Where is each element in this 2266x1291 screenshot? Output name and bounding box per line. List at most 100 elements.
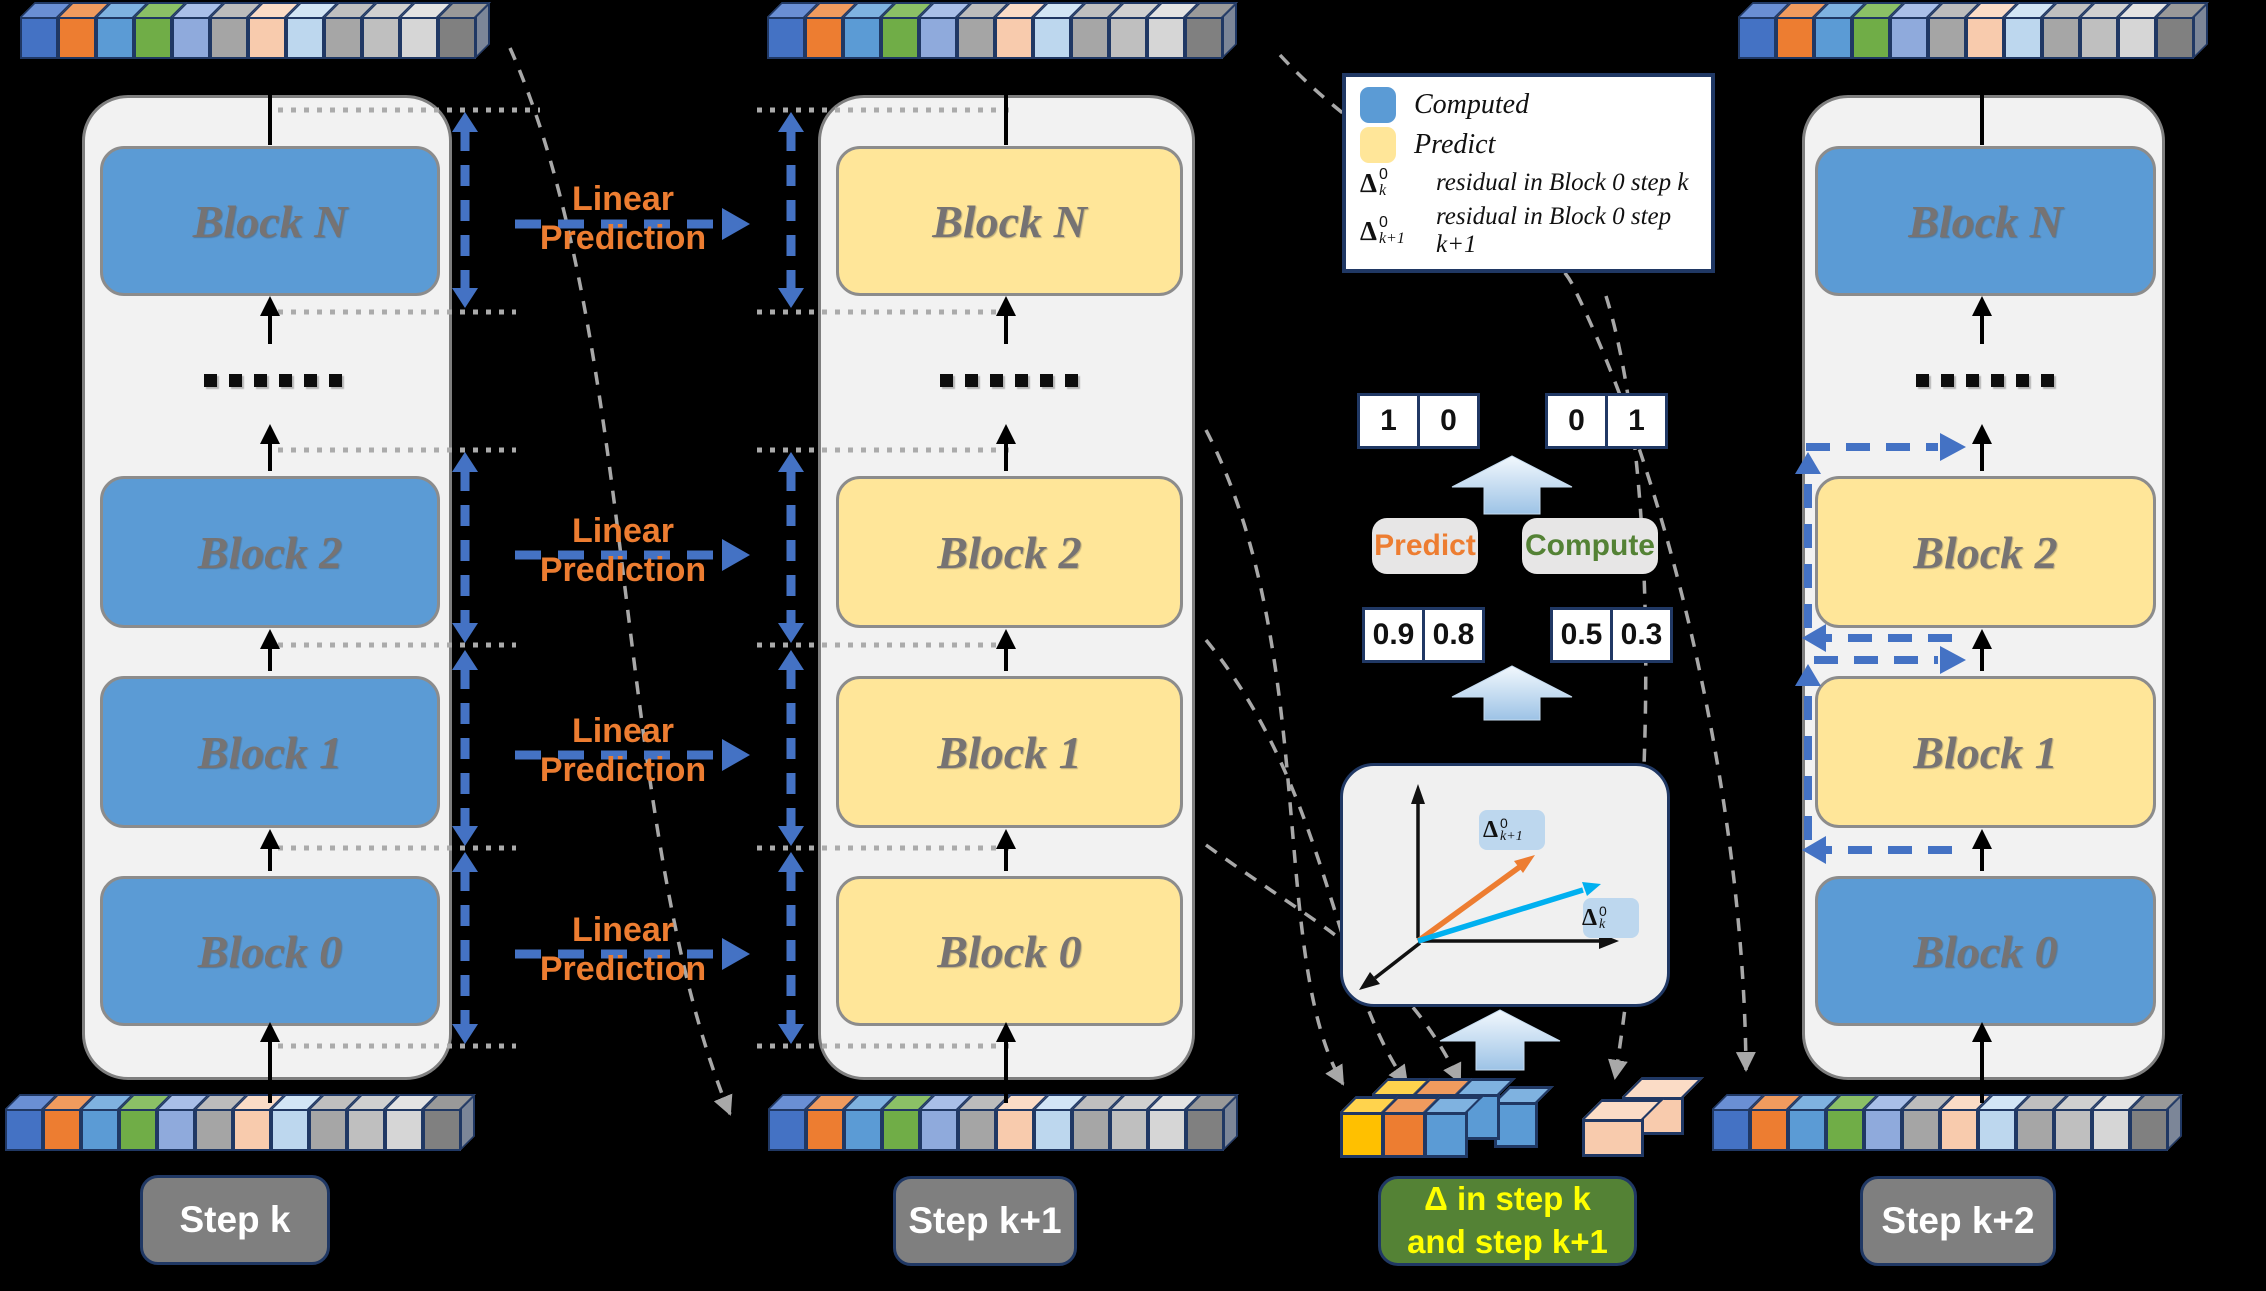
token-cube [2054, 1094, 2107, 1151]
linear-prediction-label: Linear Prediction [539, 911, 707, 988]
block-0-step-k: Block 0 [100, 876, 440, 1026]
delta-k-vector [1417, 887, 1584, 944]
token-cube [1738, 2, 1791, 59]
onehot-cell: 0 [1417, 396, 1477, 446]
token-cube [119, 1094, 172, 1151]
token-cube [2042, 2, 2095, 59]
token-cube [1864, 1094, 1917, 1151]
block-2-step-k1: Block 2 [836, 476, 1183, 628]
token-cube [844, 1094, 897, 1151]
block-n-step-k: Block N [100, 146, 440, 296]
token-cube [1928, 2, 1981, 59]
block-label: Block N [192, 195, 348, 247]
score-cell: 0.9 [1372, 618, 1415, 651]
token-cube [286, 2, 339, 59]
token-cube [767, 2, 820, 59]
token-cube [1940, 1094, 1993, 1151]
token-cube [400, 2, 453, 59]
token-cube [1788, 1094, 1841, 1151]
legend-row-predict: Predict [1360, 127, 1697, 163]
token-cube [438, 2, 491, 59]
token-cube [919, 2, 972, 59]
token-cube [768, 1094, 821, 1151]
token-cube [271, 1094, 324, 1151]
block-label: Block 1 [937, 726, 1082, 778]
token-cube [96, 2, 149, 59]
onehot-cell: 1 [1380, 404, 1397, 437]
token-cube [1034, 1094, 1087, 1151]
token-cube [1109, 2, 1162, 59]
token-cube [2118, 2, 2171, 59]
predict-button: Predict [1372, 518, 1478, 574]
computed-swatch [1360, 87, 1396, 123]
token-cube [958, 1094, 1011, 1151]
ellipsis-dots [1916, 374, 2054, 387]
onehot-cell: 1 [1605, 396, 1665, 446]
token-cube [385, 1094, 438, 1151]
token-cube [81, 1094, 134, 1151]
token-cube [2016, 1094, 2069, 1151]
token-cube [843, 2, 896, 59]
token-cube [20, 2, 73, 59]
ellipsis-dots [204, 374, 342, 387]
token-strip-bottom-step-k2 [1712, 1094, 2183, 1151]
token-cube [882, 1094, 935, 1151]
token-cube [157, 1094, 210, 1151]
legend-residual-k1-label: residual in Block 0 step k+1 [1436, 203, 1672, 258]
token-cube [1033, 2, 1086, 59]
delta-k1-vector [1416, 863, 1523, 944]
block-n-step-k2: Block N [1815, 146, 2156, 296]
token-cube [1750, 1094, 1803, 1151]
column-step-k2: Block N Block 2 Block 1 Block 0 [1802, 95, 2165, 1080]
token-cube [309, 1094, 362, 1151]
token-cube [2156, 2, 2209, 59]
predict-swatch [1360, 127, 1396, 163]
delta-cube-extra-blue [1494, 1086, 1554, 1148]
column-step-k: Block N Block 2 Block 1 Block 0 [82, 95, 452, 1080]
token-cube [1110, 1094, 1163, 1151]
legend-predict-label: Predict [1414, 129, 1496, 160]
delta-cube-front-yellow [1340, 1096, 1400, 1158]
step-k1-label: Step k+1 [893, 1176, 1077, 1266]
linear-prediction-label: Linear Prediction [539, 712, 707, 789]
token-cube [920, 1094, 973, 1151]
block-0-step-k2: Block 0 [1815, 876, 2156, 1026]
token-cube [324, 2, 377, 59]
compute-button: Compute [1522, 518, 1658, 574]
onehot-table-predict: 1 0 [1357, 393, 1480, 449]
token-cube [2130, 1094, 2183, 1151]
block-label: Block 0 [937, 925, 1082, 977]
peach-cube-front [1582, 1099, 1664, 1157]
token-cube [1712, 1094, 1765, 1151]
score-cell: 0.5 [1560, 618, 1603, 651]
score-cell: 0.8 [1422, 610, 1482, 660]
token-cube [881, 2, 934, 59]
block-label: Block 2 [197, 526, 343, 578]
token-cube [248, 2, 301, 59]
token-cube [1185, 2, 1238, 59]
delta-caption-line1: Δ in step k [1424, 1180, 1591, 1218]
token-cube [347, 1094, 400, 1151]
token-cube [233, 1094, 286, 1151]
onehot-table-compute: 0 1 [1545, 393, 1668, 449]
token-cube [1902, 1094, 1955, 1151]
score-table-compute: 0.5 0.3 [1550, 607, 1673, 663]
token-strip-bottom-step-k [5, 1094, 476, 1151]
token-cube [1852, 2, 1905, 59]
token-cube [172, 2, 225, 59]
token-strip-top-step-k [20, 2, 491, 59]
token-cube [210, 2, 263, 59]
token-cube [1072, 1094, 1125, 1151]
token-cube [362, 2, 415, 59]
token-cube [995, 2, 1048, 59]
token-cube [996, 1094, 1049, 1151]
score-table-predict: 0.9 0.8 [1362, 607, 1485, 663]
token-cube [1966, 2, 2019, 59]
